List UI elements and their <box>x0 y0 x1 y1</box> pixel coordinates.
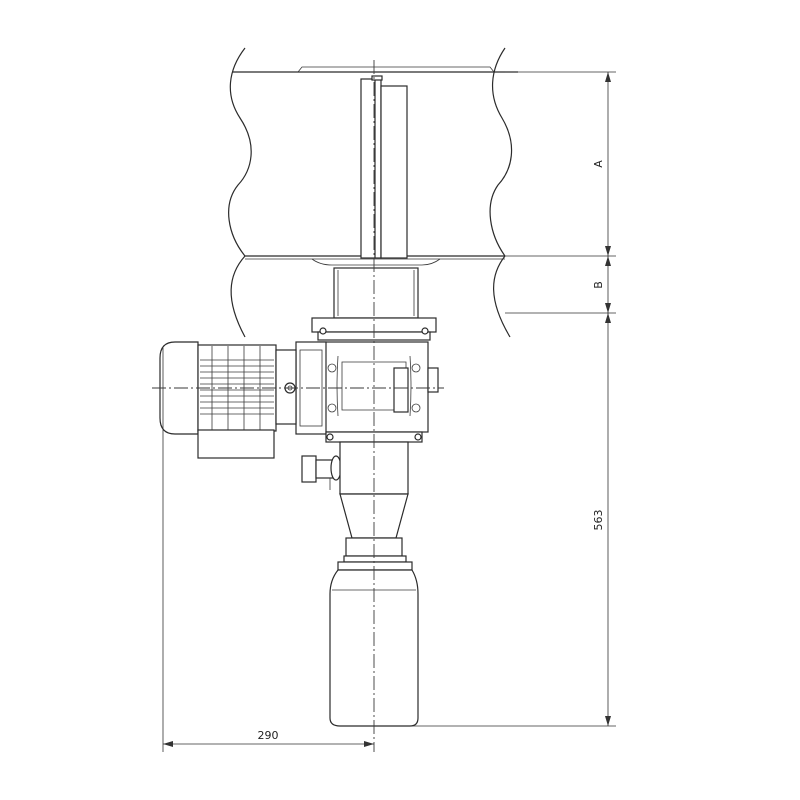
lower-housing <box>337 441 413 571</box>
side-valve <box>301 455 342 490</box>
electric-motor <box>159 341 297 459</box>
gearbox <box>295 341 439 443</box>
dimension-label-290: 290 <box>258 729 279 742</box>
center-lines <box>152 60 444 752</box>
dimension-label-b: B <box>592 281 605 289</box>
bottom-container <box>329 569 419 727</box>
dimension-label-563: 563 <box>592 510 605 531</box>
agitator-shaft <box>360 75 408 259</box>
dimension-lines <box>162 71 616 752</box>
dimension-label-a: A <box>592 160 605 168</box>
